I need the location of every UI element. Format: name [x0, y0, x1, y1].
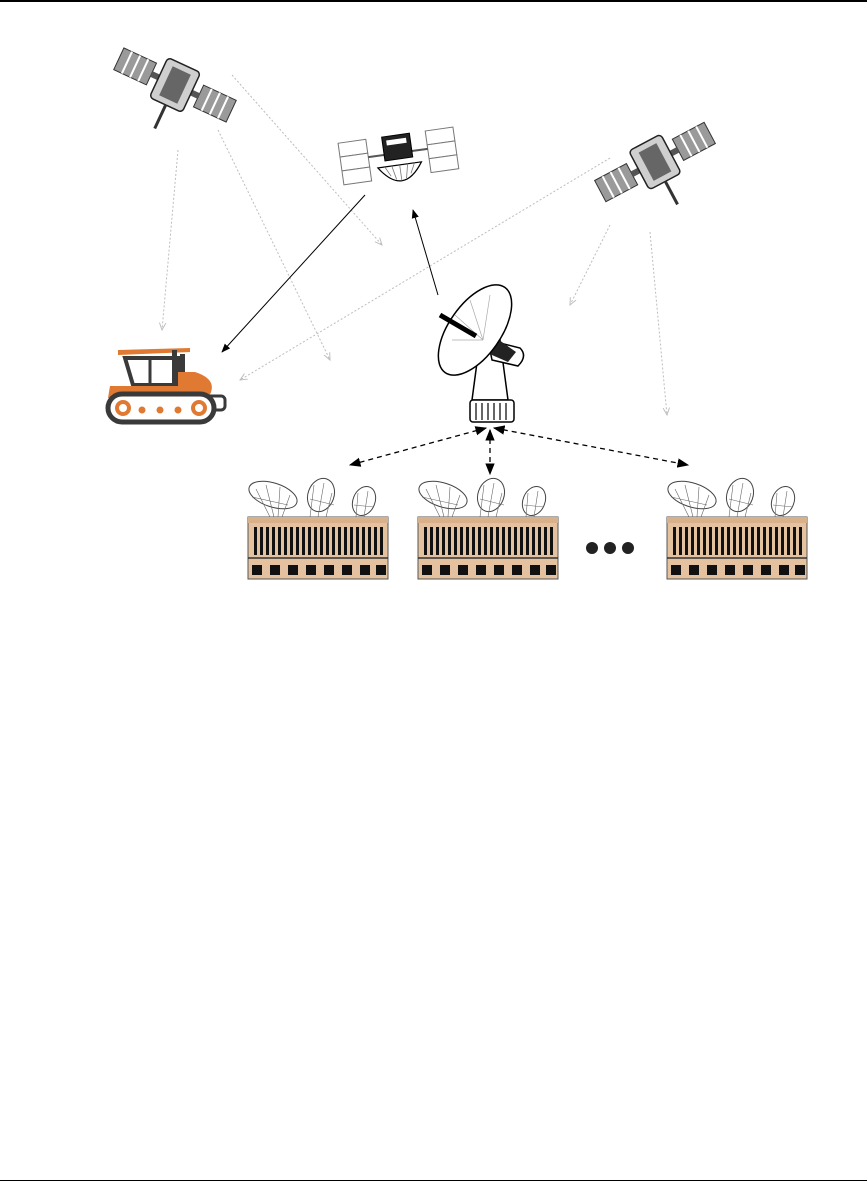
- station-links: [350, 428, 688, 474]
- geostationary-satellite-icon: [338, 127, 459, 189]
- gnss-satellite-left-icon: [99, 39, 241, 155]
- link-dish-geosat: [413, 210, 438, 295]
- correction-links: [222, 195, 438, 352]
- link-geosat-tractor: [222, 195, 365, 352]
- link-dish-station-n: [494, 428, 688, 465]
- link-rightsat-dish: [570, 225, 610, 305]
- link-rightsat-station-n: [650, 232, 667, 415]
- gnss-satellite-right-icon: [590, 113, 732, 233]
- link-leftsat-tractor: [162, 150, 178, 330]
- reference-station-2-icon: [416, 475, 558, 579]
- link-leftsat-field: [218, 130, 330, 360]
- gnss-signal-links: [162, 75, 667, 415]
- link-dish-station-1: [350, 428, 486, 465]
- continuation-dots: [586, 542, 634, 554]
- uplink-antenna-icon: [424, 272, 526, 422]
- tractor-icon: [108, 348, 225, 422]
- reference-station-n-icon: [665, 475, 807, 579]
- reference-station-1-icon: [246, 475, 388, 579]
- link-rightsat-tractor: [240, 158, 610, 380]
- navigation-system-diagram: [0, 0, 867, 620]
